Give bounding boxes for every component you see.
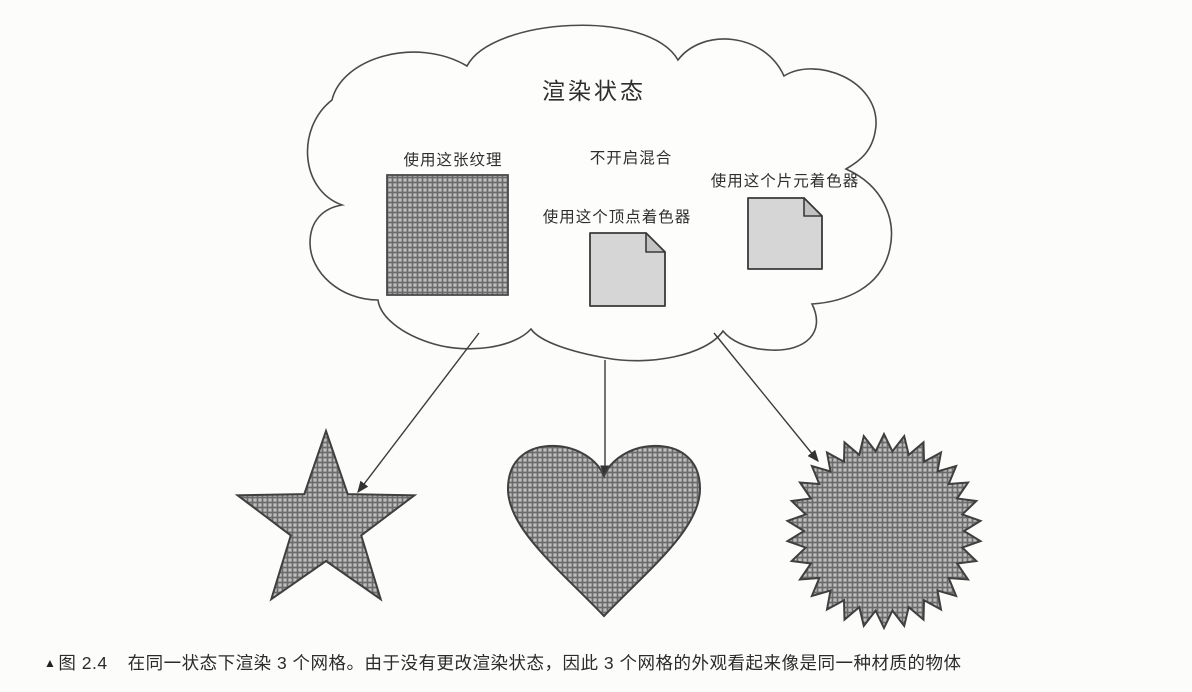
vertex-shader-label: 使用这个顶点着色器: [543, 208, 692, 226]
fragment-shader-doc-icon: [747, 197, 823, 270]
star-mesh: [234, 427, 418, 602]
figure-number: 图 2.4: [58, 653, 108, 673]
fragment-shader-label: 使用这个片元着色器: [711, 172, 860, 190]
arrow-to-starburst: [713, 332, 819, 463]
render-state-title: 渲染状态: [542, 78, 646, 104]
arrow-to-star: [357, 332, 480, 494]
vertex-shader-doc-icon: [589, 232, 666, 307]
caption-text: 在同一状态下渲染 3 个网格。由于没有更改渲染状态，因此 3 个网格的外观看起来…: [127, 653, 962, 673]
heart-mesh: [506, 444, 702, 618]
texture-label: 使用这张纹理: [403, 151, 502, 169]
figure-caption: ▲图 2.4 在同一状态下渲染 3 个网格。由于没有更改渲染状态，因此 3 个网格…: [0, 650, 1192, 675]
blending-label: 不开启混合: [590, 149, 673, 167]
starburst-mesh: [785, 431, 983, 631]
texture-swatch: [386, 174, 509, 296]
caption-triangle-icon: ▲: [44, 656, 57, 670]
